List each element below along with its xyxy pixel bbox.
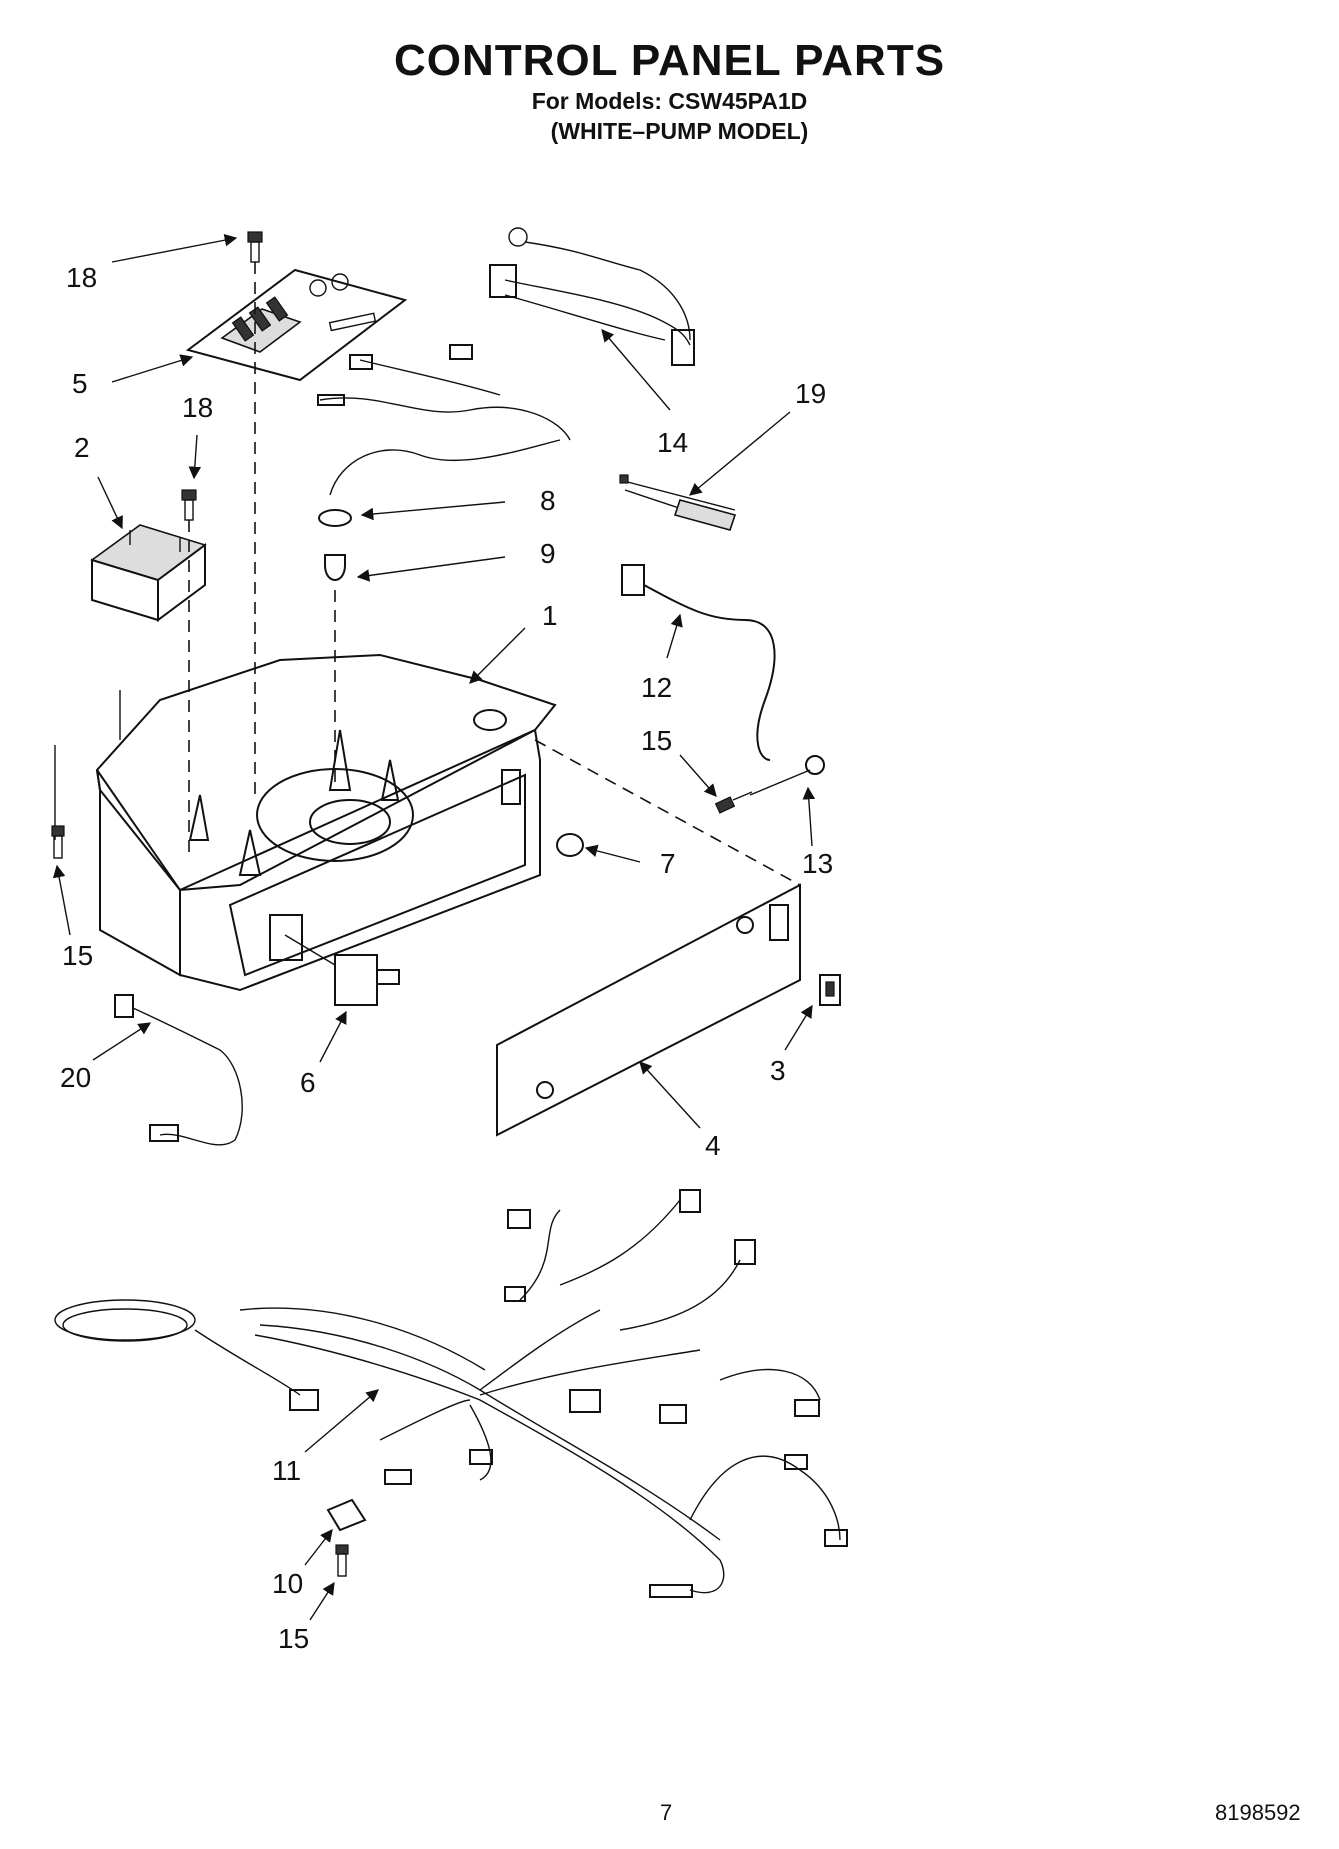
wire-harness-part (489, 227, 695, 366)
callout-15: 15 (62, 940, 94, 971)
callout-7: 7 (660, 848, 676, 879)
page-number: 7 (660, 1800, 673, 1825)
callout-leaders (52, 233, 816, 1621)
control-overlay-part (496, 883, 801, 1137)
callout-1: 1 (542, 600, 558, 631)
document-number: 8198592 (1215, 1800, 1301, 1825)
callout-13: 13 (802, 848, 834, 879)
callout-6: 6 (300, 1067, 316, 1098)
cable-clamp-part (749, 755, 825, 796)
callout-15: 15 (278, 1623, 310, 1654)
callout-4: 4 (705, 1130, 721, 1161)
page-title: CONTROL PANEL PARTS (393, 36, 946, 85)
callout-8: 8 (540, 485, 556, 516)
callout-5: 5 (72, 368, 88, 399)
callout-10: 10 (272, 1568, 304, 1599)
screw-part (714, 791, 753, 814)
callout-18: 18 (182, 392, 214, 423)
callout-2: 2 (74, 432, 90, 463)
callout-19: 19 (795, 378, 827, 409)
screw-part (247, 231, 263, 800)
callout-20: 20 (60, 1062, 92, 1093)
callout-14: 14 (657, 427, 689, 458)
temperature-sensor-part (114, 994, 243, 1146)
console-housing-part (54, 653, 557, 992)
callout-18: 18 (66, 262, 98, 293)
screw-part (51, 825, 65, 859)
thermal-fuse-part (619, 474, 737, 531)
transformer-part (90, 524, 207, 622)
light-socket-part (317, 344, 571, 790)
models-subtitle: For Models: CSW45PA1D (531, 88, 808, 114)
control-board-part (185, 268, 408, 382)
sensor-cord-part (621, 564, 776, 761)
callout-12: 12 (641, 672, 673, 703)
screw-part (335, 1544, 349, 1577)
variant-subtitle: (WHITE–PUMP MODEL) (550, 118, 809, 144)
selector-switch-part (284, 934, 400, 1006)
callout-9: 9 (540, 538, 556, 569)
rocker-switch-part (819, 974, 841, 1006)
wire-clip-part (326, 1498, 367, 1532)
main-wire-harness-part (54, 1189, 848, 1598)
callout-3: 3 (770, 1055, 786, 1086)
callout-11: 11 (272, 1455, 302, 1486)
callout-15: 15 (641, 725, 673, 756)
button-part (534, 739, 801, 886)
